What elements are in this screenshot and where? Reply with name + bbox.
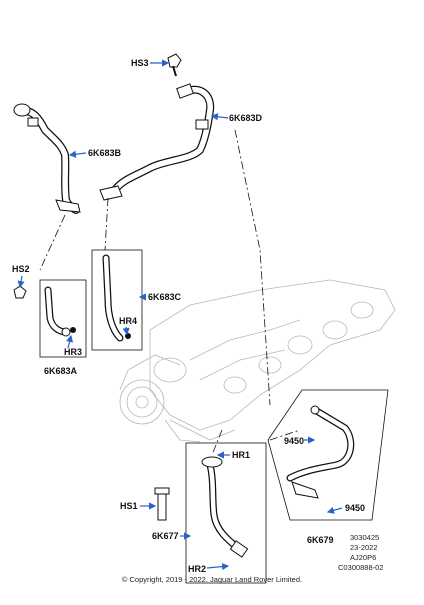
label-6k683c: 6K683C bbox=[148, 292, 182, 302]
hs3-bolt bbox=[167, 53, 182, 77]
hose-6k677 bbox=[154, 456, 249, 558]
label-hs2: HS2 bbox=[12, 264, 30, 274]
hose-6k683a bbox=[44, 286, 76, 337]
info-line-3: AJ20P6 bbox=[350, 553, 377, 562]
box-6k679 bbox=[267, 389, 389, 521]
label-hr3: HR3 bbox=[64, 347, 83, 357]
info-line-2: 23-2022 bbox=[350, 543, 378, 552]
label-6k679: 6K679 bbox=[307, 535, 334, 545]
label-6k683b: 6K683B bbox=[88, 148, 122, 158]
info-line-1: 3030425 bbox=[350, 533, 380, 542]
hose-6k683b bbox=[13, 103, 81, 214]
label-6k683d: 6K683D bbox=[229, 113, 263, 123]
hs2-bolt bbox=[13, 285, 27, 299]
engine-manifold-ghost bbox=[119, 279, 396, 443]
label-hs3: HS3 bbox=[131, 58, 149, 68]
label-hr4: HR4 bbox=[119, 316, 138, 326]
label-9450-bottom: 9450 bbox=[345, 503, 366, 513]
dashed-leaders bbox=[39, 129, 301, 456]
hose-6k683c bbox=[102, 254, 131, 342]
copyright-text: © Copyright, 2019 - 2022. Jaguar Land Ro… bbox=[121, 575, 303, 584]
hose-6k679 bbox=[286, 405, 355, 499]
box-6k683a bbox=[39, 279, 87, 358]
label-arrows bbox=[17, 59, 343, 571]
label-hr1: HR1 bbox=[232, 450, 251, 460]
label-hs1: HS1 bbox=[120, 501, 138, 511]
label-hr2: HR2 bbox=[188, 564, 207, 574]
box-6k677 bbox=[185, 442, 267, 584]
hose-6k683d bbox=[99, 83, 215, 201]
label-6k683a: 6K683A bbox=[44, 366, 78, 376]
info-line-4: C0300888-02 bbox=[338, 563, 384, 572]
label-9450-top: 9450 bbox=[284, 436, 305, 446]
label-6k677: 6K677 bbox=[152, 531, 179, 541]
